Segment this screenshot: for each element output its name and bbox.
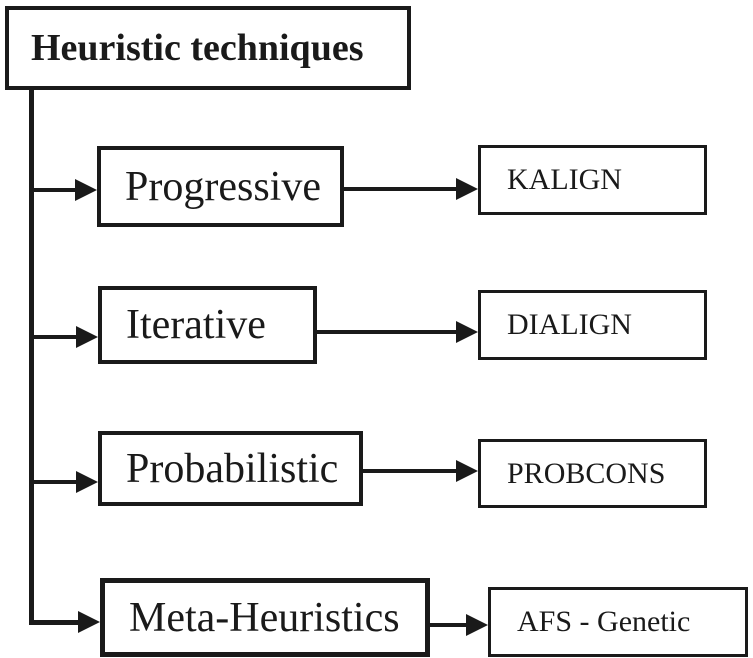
category-node-progressive: Progressive bbox=[97, 146, 344, 227]
arrowhead-icon bbox=[76, 471, 98, 493]
arrowhead-icon bbox=[456, 460, 478, 482]
tool-node-probcons: PROBCONS bbox=[478, 439, 707, 508]
tool-node-dialign: DIALIGN bbox=[478, 290, 707, 360]
category-node-probabilistic: Probabilistic bbox=[98, 431, 363, 506]
branch-line-probabilistic bbox=[32, 480, 77, 484]
tool-label: AFS - Genetic bbox=[517, 605, 691, 638]
connector-line-iterative-dialign bbox=[317, 330, 457, 334]
category-node-meta-heuristics: Meta-Heuristics bbox=[100, 578, 430, 657]
branch-line-progressive bbox=[32, 188, 76, 192]
category-label: Iterative bbox=[126, 302, 266, 348]
arrowhead-icon bbox=[76, 326, 98, 348]
arrowhead-icon bbox=[456, 321, 478, 343]
tool-node-afs-genetic: AFS - Genetic bbox=[488, 587, 748, 657]
connector-line-meta-heuristics-afs-genetic bbox=[430, 623, 467, 627]
arrowhead-icon bbox=[456, 178, 478, 200]
arrowhead-icon bbox=[78, 611, 100, 633]
trunk-line bbox=[29, 90, 34, 625]
arrowhead-icon bbox=[75, 179, 97, 201]
tool-label: KALIGN bbox=[507, 163, 622, 196]
tool-label: DIALIGN bbox=[507, 308, 632, 341]
connector-line-progressive-kalign bbox=[344, 187, 457, 191]
category-label: Meta-Heuristics bbox=[129, 594, 400, 641]
branch-line-meta-heuristics bbox=[29, 620, 79, 625]
tool-label: PROBCONS bbox=[507, 456, 666, 490]
branch-line-iterative bbox=[32, 335, 77, 339]
category-node-iterative: Iterative bbox=[98, 286, 317, 364]
tool-node-kalign: KALIGN bbox=[478, 145, 707, 215]
root-node-label: Heuristic techniques bbox=[31, 27, 364, 69]
category-label: Probabilistic bbox=[126, 445, 339, 492]
category-label: Progressive bbox=[125, 163, 321, 210]
arrowhead-icon bbox=[466, 614, 488, 636]
root-node-heuristic-techniques: Heuristic techniques bbox=[5, 6, 411, 90]
connector-line-probabilistic-probcons bbox=[363, 469, 457, 473]
